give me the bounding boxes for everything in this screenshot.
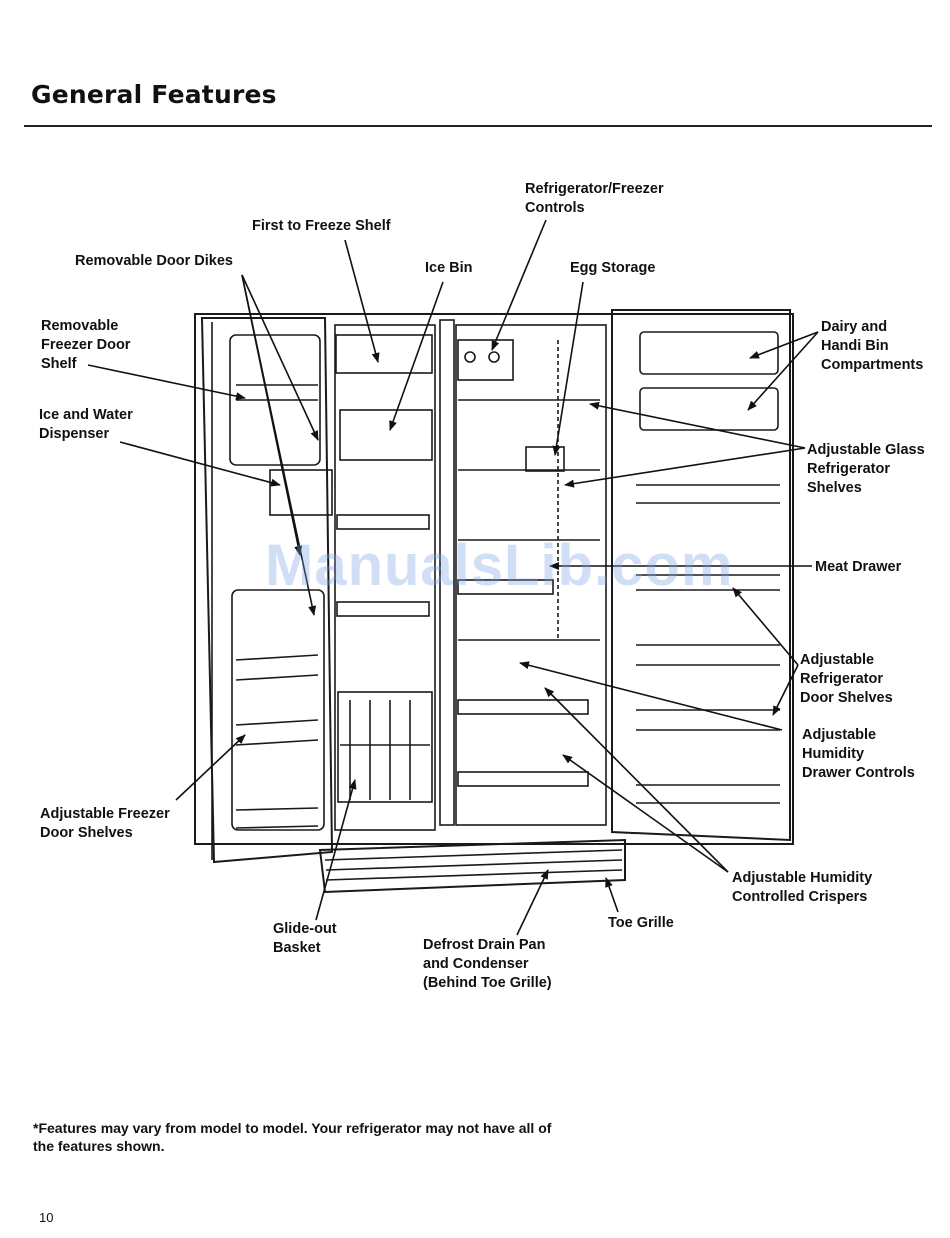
- label-glide-out-basket: Glide-out Basket: [273, 920, 337, 958]
- label-defrost-drain-pan: Defrost Drain Pan and Condenser (Behind …: [423, 936, 552, 993]
- label-line: and Condenser: [423, 956, 529, 972]
- label-line: Removable: [41, 318, 119, 334]
- fresh-food-door: [611, 309, 791, 842]
- label-line: Adjustable: [800, 652, 875, 668]
- label-line: Door Shelves: [800, 690, 893, 706]
- page-number: 10: [39, 1210, 54, 1225]
- label-line: Dispenser: [39, 426, 110, 442]
- label-line: Compartments: [821, 357, 924, 373]
- leader-dairy-2: [747, 331, 819, 411]
- footnote-line: *Features may vary from model to model. …: [33, 1120, 552, 1136]
- label-line: Ice and Water: [39, 407, 133, 423]
- toe-grille-shape: [318, 838, 626, 894]
- leader-humidity-controls: [519, 661, 783, 731]
- page-title: General Features: [31, 80, 277, 109]
- leader-ice-water-dispenser: [119, 441, 281, 487]
- label-line: Adjustable Humidity: [732, 870, 873, 886]
- label-adjustable-fridge-door-shelves: Adjustable Refrigerator Door Shelves: [800, 651, 893, 708]
- dispenser-housing: [269, 469, 333, 516]
- label-line: Freezer Door: [41, 337, 131, 353]
- leader-removable-freezer-shelf: [87, 364, 246, 401]
- title-rule: [24, 125, 932, 127]
- label-meat-drawer: Meat Drawer: [815, 559, 902, 575]
- label-line: Humidity: [802, 746, 865, 762]
- leader-door-dikes-1: [241, 274, 319, 441]
- leader-defrost-drain-pan: [516, 869, 549, 936]
- leader-door-dikes-3: [241, 274, 317, 616]
- leader-fridge-door-shelves-2: [772, 664, 799, 716]
- label-line: Door Shelves: [40, 825, 133, 841]
- fresh-food-compartment: [455, 324, 607, 826]
- label-line: Handi Bin: [821, 338, 889, 354]
- label-ice-bin: Ice Bin: [425, 260, 473, 276]
- label-line: Adjustable Glass: [807, 442, 925, 458]
- label-removable-door-dikes: Removable Door Dikes: [75, 253, 233, 269]
- leader-egg-storage: [552, 281, 584, 456]
- label-line: Drawer Controls: [802, 765, 915, 781]
- label-line: Refrigerator: [800, 671, 883, 687]
- leader-glide-out-basket: [315, 779, 357, 921]
- label-adjustable-glass-shelves: Adjustable Glass Refrigerator Shelves: [807, 441, 925, 498]
- label-line: Basket: [273, 940, 321, 956]
- freezer-compartment: [334, 324, 436, 831]
- leader-ice-bin: [389, 281, 444, 431]
- leader-fridge-freezer-controls: [491, 219, 547, 351]
- egg-tray: [525, 446, 565, 472]
- label-toe-grille: Toe Grille: [608, 915, 674, 931]
- label-adjustable-humidity-crispers: Adjustable Humidity Controlled Crispers: [732, 869, 872, 907]
- label-line: Glide-out: [273, 921, 337, 937]
- label-line: Defrost Drain Pan: [423, 937, 546, 953]
- leader-glass-shelves-2: [564, 447, 806, 488]
- watermark: ManualsLib.com: [265, 533, 734, 598]
- label-line: Refrigerator: [807, 461, 890, 477]
- label-fridge-freezer-controls: Refrigerator/Freezer Controls: [525, 180, 664, 218]
- leader-toe-grille: [605, 877, 619, 913]
- leader-freezer-door-shelves: [175, 734, 246, 801]
- leader-fridge-door-shelves-1: [732, 587, 799, 666]
- label-adjustable-humidity-drawer-controls: Adjustable Humidity Drawer Controls: [802, 726, 915, 783]
- label-line: Shelves: [807, 480, 862, 496]
- footnote-line: the features shown.: [33, 1138, 165, 1154]
- ice-bin: [339, 409, 433, 461]
- label-first-to-freeze-shelf: First to Freeze Shelf: [252, 218, 391, 234]
- leader-crispers-2: [562, 754, 729, 873]
- leader-glass-shelves-1: [589, 401, 806, 449]
- label-line: Controls: [525, 200, 585, 216]
- label-egg-storage: Egg Storage: [570, 260, 656, 276]
- footnote: *Features may vary from model to model. …: [33, 1119, 633, 1155]
- label-dairy-handi-bin: Dairy and Handi Bin Compartments: [821, 318, 923, 375]
- label-line: Adjustable: [802, 727, 877, 743]
- glide-out-basket: [337, 691, 433, 803]
- leader-first-to-freeze: [344, 239, 380, 363]
- label-ice-water-dispenser: Ice and Water Dispenser: [39, 406, 133, 444]
- label-line: Controlled Crispers: [732, 889, 868, 905]
- freezer-door: [200, 317, 334, 864]
- leader-crispers-1: [544, 687, 729, 873]
- controls-panel: [457, 339, 514, 381]
- label-line: Refrigerator/Freezer: [525, 181, 664, 197]
- label-line: Adjustable Freezer: [40, 806, 170, 822]
- label-adjustable-freezer-door-shelves: Adjustable Freezer Door Shelves: [40, 805, 170, 843]
- label-removable-freezer-door-shelf: Removable Freezer Door Shelf: [41, 317, 130, 374]
- label-line: Shelf: [41, 356, 77, 372]
- label-line: Dairy and: [821, 319, 888, 335]
- leader-dairy-1: [749, 331, 819, 359]
- label-line: (Behind Toe Grille): [423, 975, 552, 991]
